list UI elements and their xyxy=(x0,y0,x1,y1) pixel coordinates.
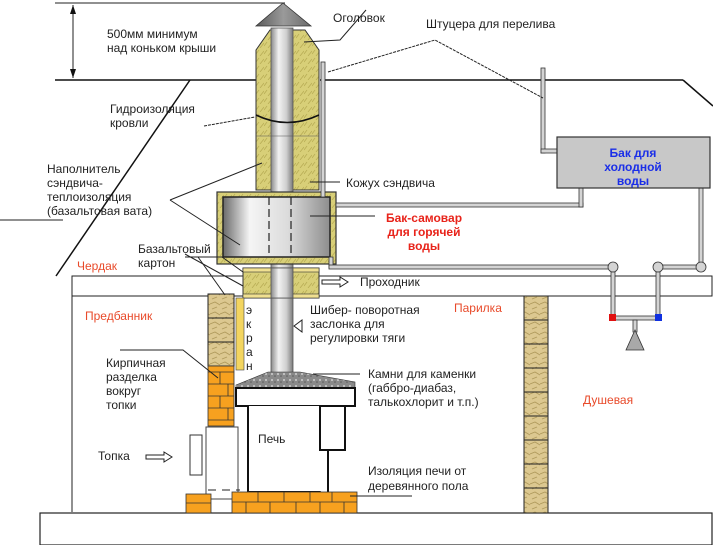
filler-label-4: (базальтовая вата) xyxy=(47,204,152,218)
arrow-up-icon xyxy=(70,5,76,14)
brick-cut-label-2: разделка xyxy=(106,370,157,384)
zone-steam-room: Парилка xyxy=(454,301,502,315)
stove-insulation-label-1: Изоляция печи от xyxy=(368,464,467,478)
screen-letter: э xyxy=(246,303,252,317)
firebox-arrow-icon xyxy=(145,451,173,463)
brick-cut xyxy=(207,365,235,427)
cold-tank-label-1: Бак для xyxy=(610,146,657,160)
pass-through-label: Проходник xyxy=(360,275,420,289)
hot-valve-icon xyxy=(609,314,616,321)
stove xyxy=(189,371,356,503)
cold-valve-icon xyxy=(655,314,662,321)
roof-waterproofing-label-2: кровли xyxy=(110,116,148,130)
zone-shower-room: Душевая xyxy=(583,393,633,407)
pass-through xyxy=(242,267,320,299)
insulation-right xyxy=(291,29,320,191)
filler-label-1: Наполнитель xyxy=(47,162,120,176)
damper-label-3: регулировки тяги xyxy=(310,331,405,345)
stone-wall-right xyxy=(523,295,549,514)
damper-label-1: Шибер- поворотная xyxy=(310,303,420,317)
screen-letter: к xyxy=(246,317,252,331)
damper-icon xyxy=(293,319,303,333)
roof xyxy=(55,79,713,277)
stone-wall-left xyxy=(207,293,235,367)
cold-tank-label-3: воды xyxy=(617,174,649,188)
stones-label-1: Камни для каменки xyxy=(368,367,476,381)
cap-label: Оголовок xyxy=(333,11,386,25)
stove-base-bricks xyxy=(185,491,358,514)
firebox-label: Топка xyxy=(98,449,130,463)
height-note-line2: над коньком крыши xyxy=(107,41,216,55)
hot-tank-label-1: Бак-самовар xyxy=(386,211,462,225)
overflow-fittings-label: Штуцера для перелива xyxy=(426,17,556,31)
stove-label: Печь xyxy=(258,432,285,446)
arrow-down-icon xyxy=(70,69,76,78)
chimney-cap xyxy=(254,2,313,27)
brick-cut-label-3: вокруг xyxy=(106,384,142,398)
roof-waterproofing-label-1: Гидроизоляция xyxy=(110,102,195,116)
filler-label-2: сэндвича- xyxy=(47,176,103,190)
stones-label-2: (габбро-диабаз, xyxy=(368,381,456,395)
ceiling-slab xyxy=(71,275,713,512)
brick-cut-label-4: топки xyxy=(106,398,137,412)
zone-attic: Чердак xyxy=(77,259,118,273)
hot-tank-label-2: для горячей xyxy=(388,225,461,239)
shower-head-icon xyxy=(625,329,645,351)
sandwich-casing-label: Кожух сэндвича xyxy=(346,176,435,190)
zone-dressing-room: Предбанник xyxy=(85,309,153,323)
basalt-board-label-2: картон xyxy=(138,256,175,270)
screen-letter: р xyxy=(246,331,253,345)
filler-label-3: теплоизоляция xyxy=(47,190,131,204)
screen-letter: н xyxy=(246,359,253,373)
hot-tank-label-3: воды xyxy=(408,239,440,253)
screen-letter: а xyxy=(246,345,253,359)
brick-cut-label-1: Кирпичная xyxy=(106,356,166,370)
pass-through-arrow-icon xyxy=(321,276,349,288)
roof-waterproofing-seal xyxy=(255,114,320,124)
height-note-line1: 500мм минимум xyxy=(107,27,198,41)
cold-water-tank xyxy=(556,136,711,189)
hot-water-tank xyxy=(216,191,337,265)
stove-insulation-label-2: деревянного пола xyxy=(368,479,469,493)
damper-label-2: заслонка для xyxy=(310,317,385,331)
basalt-board-label-1: Базальтовый xyxy=(138,242,211,256)
leader-lines xyxy=(0,9,544,497)
floor-slab xyxy=(39,512,713,545)
heat-screen xyxy=(235,297,245,371)
height-dimension: 500мм минимум над коньком крыши xyxy=(55,2,285,81)
stones-label-3: талькохлорит и т.п.) xyxy=(368,395,479,409)
cold-tank-label-2: холодной xyxy=(604,160,662,174)
